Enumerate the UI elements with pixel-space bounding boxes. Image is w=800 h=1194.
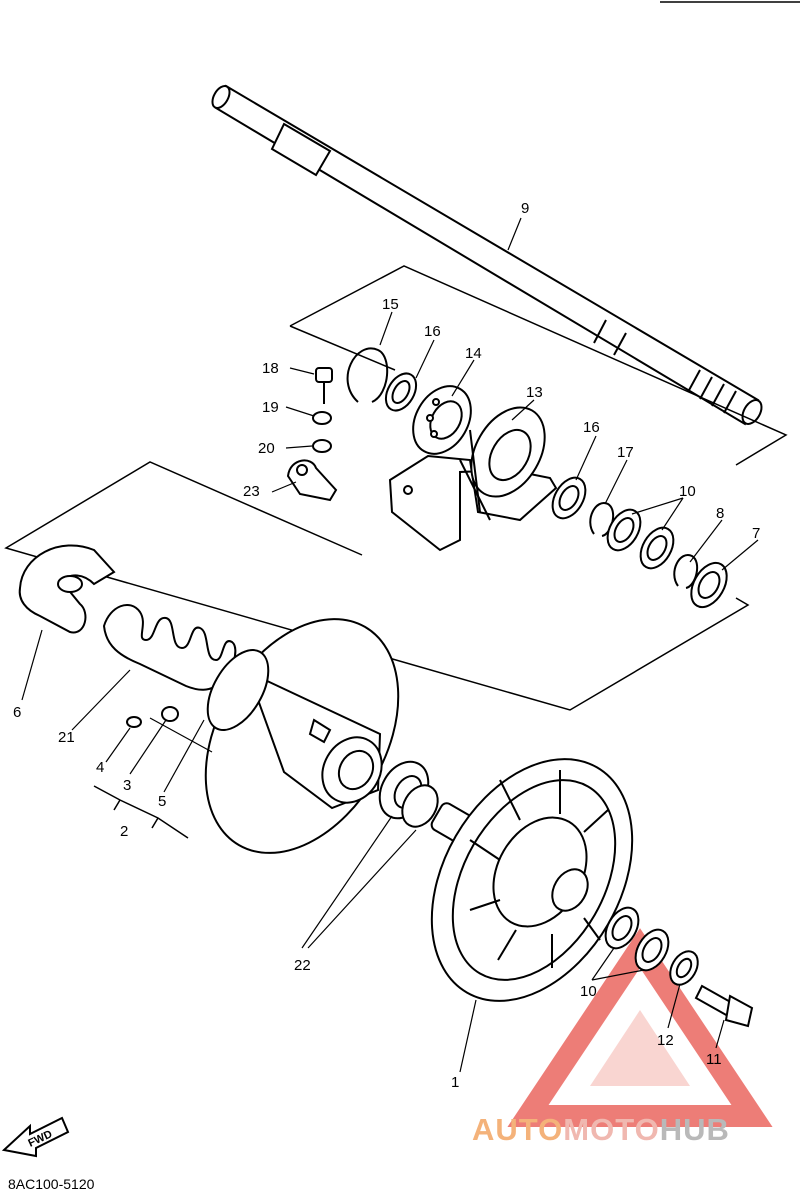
sheave-movable: [430, 758, 634, 1002]
callout-18: 18: [262, 360, 279, 377]
fwd-arrow-icon: FWD: [1, 1116, 70, 1158]
shaft: [211, 84, 763, 426]
circlip-upper: [346, 347, 418, 412]
callout-20: 20: [258, 440, 275, 457]
callout-16a: 16: [424, 323, 441, 340]
callout-2: 2: [120, 823, 128, 840]
drawing-code: 8AC100-5120: [8, 1176, 95, 1192]
bearing-housing: [388, 406, 558, 552]
leader-lines: [21, 217, 759, 1073]
washer-stack: [551, 476, 728, 609]
watermark-moto: MOTO: [563, 1112, 660, 1147]
bolt-nut-clamp: [286, 367, 338, 502]
ball-bearing: [412, 385, 472, 455]
sheave-fixed: [204, 618, 400, 854]
watermark-logo: [507, 928, 773, 1127]
torque-cam: [18, 544, 116, 634]
callout-23: 23: [243, 483, 260, 500]
callout-7: 7: [752, 525, 760, 542]
callout-22: 22: [294, 957, 311, 974]
callout-9: 9: [521, 200, 529, 217]
callout-19: 19: [262, 399, 279, 416]
group-bracket-2: [93, 785, 189, 839]
callout-10a: 10: [679, 483, 696, 500]
callout-15: 15: [382, 296, 399, 313]
callout-4: 4: [96, 759, 104, 776]
callout-11: 11: [706, 1051, 722, 1068]
callout-13: 13: [526, 384, 543, 401]
callout-14: 14: [465, 345, 482, 362]
sheave-hub: [206, 649, 270, 731]
coil-spring: [102, 604, 237, 691]
callout-1: 1: [451, 1074, 459, 1091]
group-frame-upper: [4, 265, 788, 711]
watermark-auto: AUTO: [472, 1112, 564, 1147]
callout-12: 12: [657, 1032, 674, 1049]
callout-10b: 10: [580, 983, 597, 1000]
watermark-hub: HUB: [659, 1112, 730, 1147]
callout-17: 17: [617, 444, 634, 461]
callout-labels: 1 2 3 4 5 6 7 8 9 10 10 11 12 13 14 15 1…: [13, 200, 760, 1091]
callout-21: 21: [58, 729, 75, 746]
callout-8: 8: [716, 505, 724, 522]
callout-6: 6: [13, 704, 21, 721]
bushings: [378, 760, 439, 828]
weight-pins: [126, 706, 179, 728]
callout-3: 3: [123, 777, 131, 794]
end-washers-bolt: [604, 906, 754, 1028]
watermark-text: AUTOMOTOHUB: [472, 1112, 730, 1148]
callout-5: 5: [158, 793, 166, 810]
callout-16b: 16: [583, 419, 600, 436]
